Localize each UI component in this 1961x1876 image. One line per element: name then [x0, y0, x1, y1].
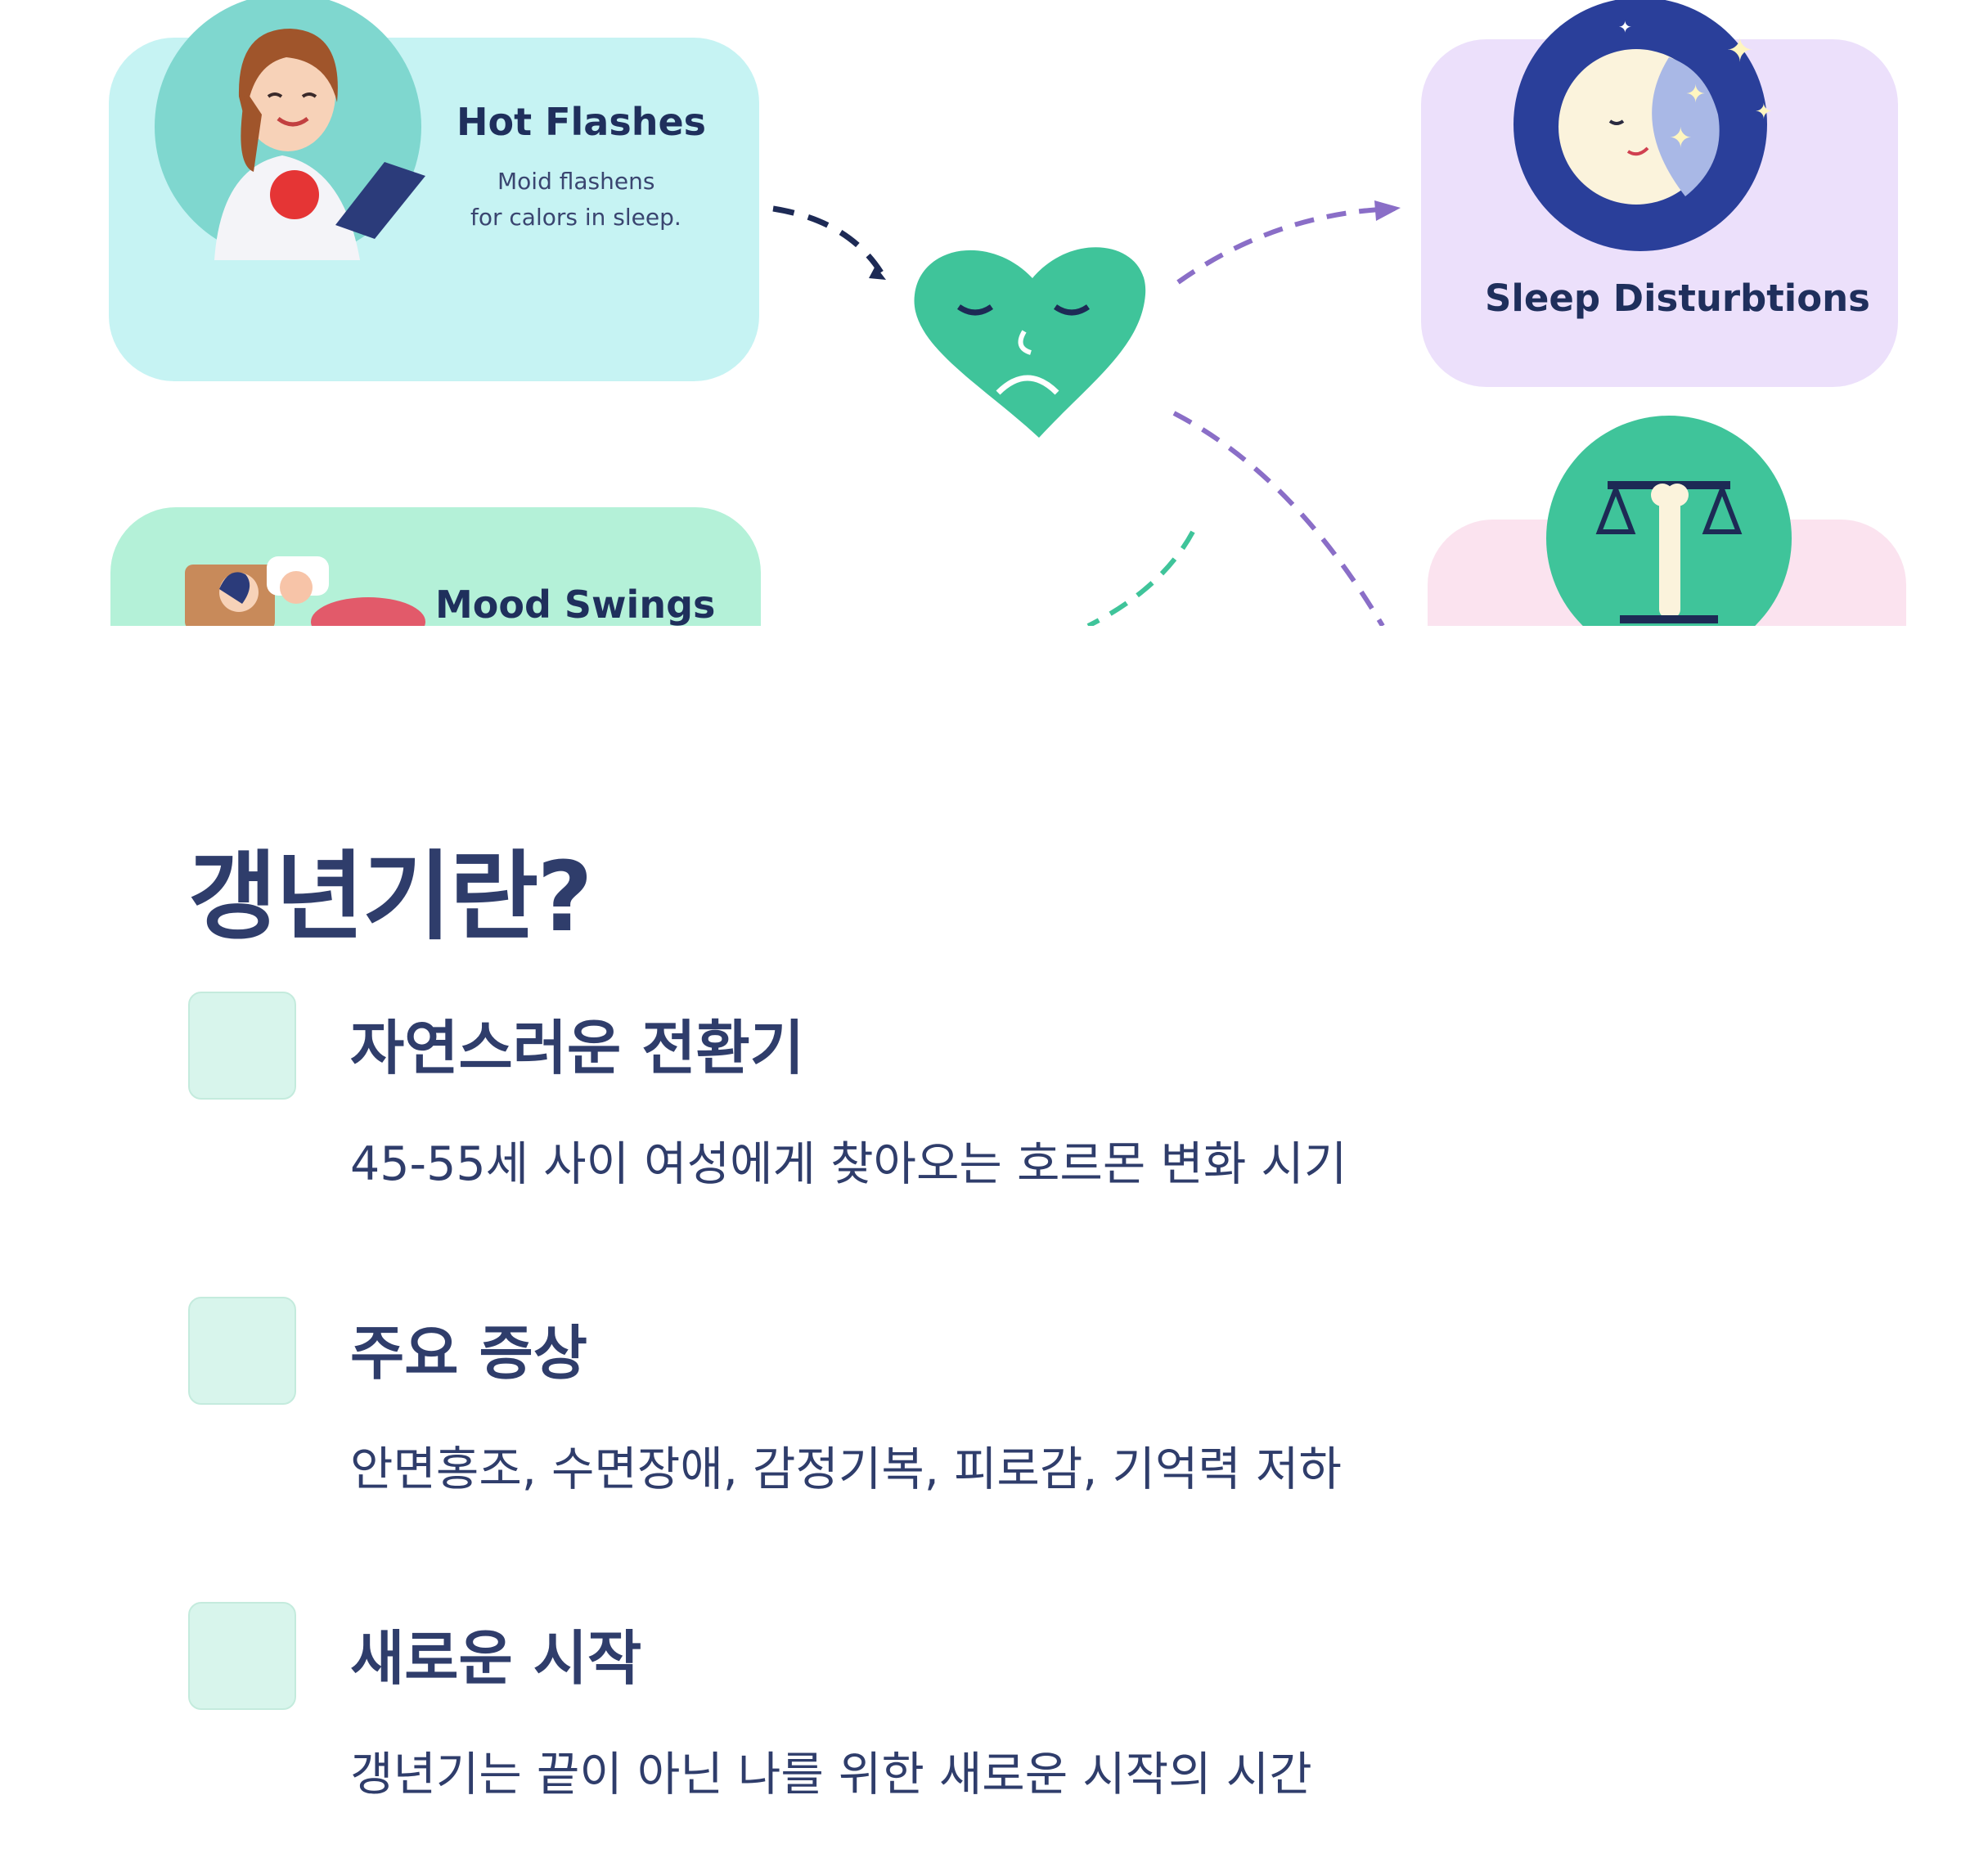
- svg-text:✦: ✦: [1685, 80, 1706, 109]
- svg-text:✦: ✦: [1618, 17, 1632, 37]
- arrow-to-heart: [772, 205, 887, 278]
- page-title: 갱년기란?: [188, 840, 593, 953]
- info-item-symptoms: 주요 증상 안면홍조, 수면장애, 감정기복, 피로감, 기억력 저하: [188, 1297, 1824, 1542]
- hot-flashes-title: Hot Flashes: [457, 100, 707, 144]
- sleeping-family-icon: [185, 556, 425, 626]
- menopause-info-section: 갱년기란? 자연스러운 전환기 45-55세 사이 여성에게 찾아오는 호르몬 …: [0, 626, 1961, 1876]
- info-item-description: 45-55세 사이 여성에게 찾아오는 호르몬 변화 시기: [350, 1137, 1347, 1191]
- info-item-description: 안면홍조, 수면장애, 감정기복, 피로감, 기억력 저하: [350, 1442, 1342, 1496]
- svg-text:✦: ✦: [1669, 122, 1693, 155]
- sleep-disturbance-title: Sleep Disturbtions: [1485, 277, 1870, 320]
- svg-text:✦: ✦: [1755, 100, 1773, 124]
- sad-heart-icon: [914, 247, 1146, 438]
- info-item-title: 자연스러운 전환기: [350, 1014, 804, 1082]
- woman-with-tablet-icon: [155, 0, 425, 260]
- checkbox-icon: [188, 992, 296, 1100]
- info-item-transition: 자연스러운 전환기 45-55세 사이 여성에게 찾아오는 호르몬 변화 시기: [188, 992, 1824, 1237]
- hot-flashes-subtitle-line2: for calors in sleep.: [470, 204, 681, 231]
- checkbox-icon: [188, 1602, 296, 1710]
- hot-flashes-subtitle-line1: Moid flashens: [497, 168, 655, 195]
- scale-bone-icon: [1546, 416, 1792, 626]
- moon-stars-icon: ✦ ✦ ✦ ✦ ✦: [1513, 0, 1773, 251]
- menopause-symptoms-illustration: ✦ ✦ ✦ ✦ ✦: [0, 0, 1961, 626]
- illustration-canvas: ✦ ✦ ✦ ✦ ✦: [109, 0, 1906, 626]
- checkbox-icon: [188, 1297, 296, 1405]
- arrow-to-bone: [1172, 411, 1385, 626]
- info-item-title: 새로운 시작: [350, 1624, 642, 1693]
- info-item-title: 주요 증상: [350, 1319, 588, 1388]
- info-item-new-start: 새로운 시작 갱년기는 끝이 아닌 나를 위한 새로운 시작의 시간: [188, 1602, 1824, 1847]
- arrow-to-sleep: [1176, 206, 1396, 285]
- mood-swings-title: Mood Swings: [435, 583, 716, 626]
- svg-text:✦: ✦: [1726, 32, 1754, 70]
- arrow-to-mood: [1086, 530, 1195, 626]
- info-item-description: 갱년기는 끝이 아닌 나를 위한 새로운 시작의 시간: [350, 1748, 1312, 1802]
